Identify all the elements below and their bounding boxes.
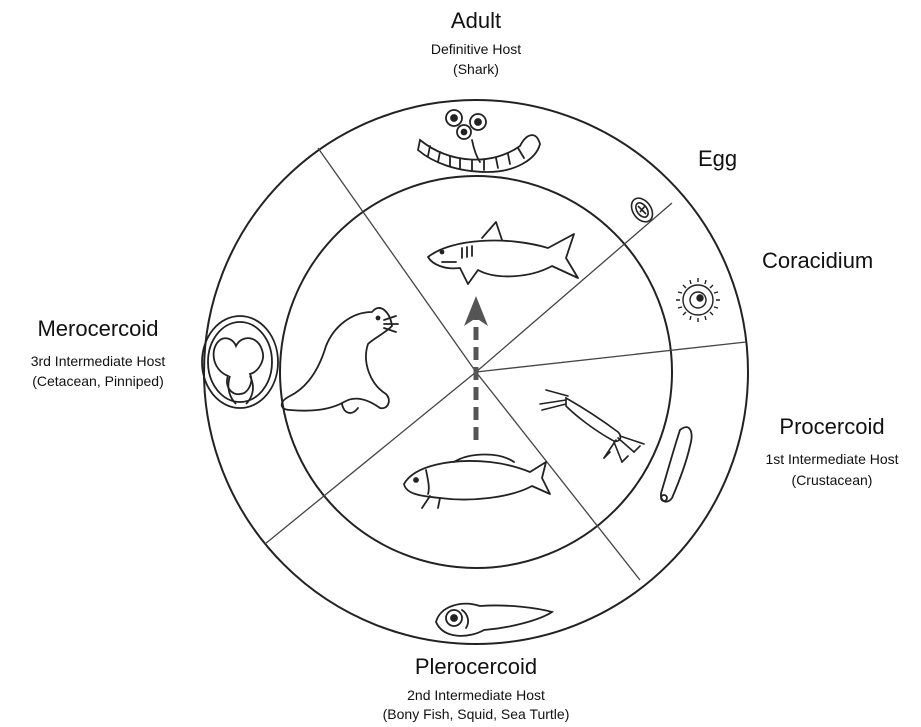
coracidium-stage-label: Coracidium bbox=[762, 248, 873, 274]
egg-stage-label: Egg bbox=[698, 146, 737, 172]
plerocercoid-host-examples: (Bony Fish, Squid, Sea Turtle) bbox=[383, 705, 570, 723]
adult-stage-label: Adult bbox=[451, 8, 501, 34]
plerocercoid-host-label: 2nd Intermediate Host bbox=[407, 686, 545, 704]
shark-icon bbox=[428, 222, 578, 284]
adult-host-label: Definitive Host bbox=[431, 40, 521, 58]
procercoid-stage-label: Procercoid bbox=[779, 414, 884, 440]
coracidium-icon bbox=[676, 278, 720, 322]
merocercoid-host-label: 3rd Intermediate Host bbox=[31, 352, 166, 370]
plerocercoid-larva-icon bbox=[436, 604, 552, 636]
merocercoid-host-examples: (Cetacean, Pinniped) bbox=[32, 372, 164, 390]
merocercoid-cyst-icon bbox=[202, 316, 278, 408]
sea-lion-icon bbox=[282, 308, 398, 413]
adult-host-examples: (Shark) bbox=[453, 60, 499, 78]
merocercoid-stage-label: Merocercoid bbox=[37, 316, 158, 342]
sector-dividers bbox=[265, 148, 746, 580]
crustacean-icon bbox=[540, 390, 644, 462]
procercoid-host-label: 1st Intermediate Host bbox=[765, 450, 898, 468]
egg-icon bbox=[627, 194, 657, 226]
plerocercoid-stage-label: Plerocercoid bbox=[415, 654, 537, 680]
adult-tapeworm-icon bbox=[418, 110, 540, 172]
development-arrow bbox=[464, 296, 488, 440]
procercoid-larva-icon bbox=[661, 427, 692, 502]
bony-fish-icon bbox=[404, 455, 550, 509]
procercoid-host-examples: (Crustacean) bbox=[792, 471, 873, 489]
